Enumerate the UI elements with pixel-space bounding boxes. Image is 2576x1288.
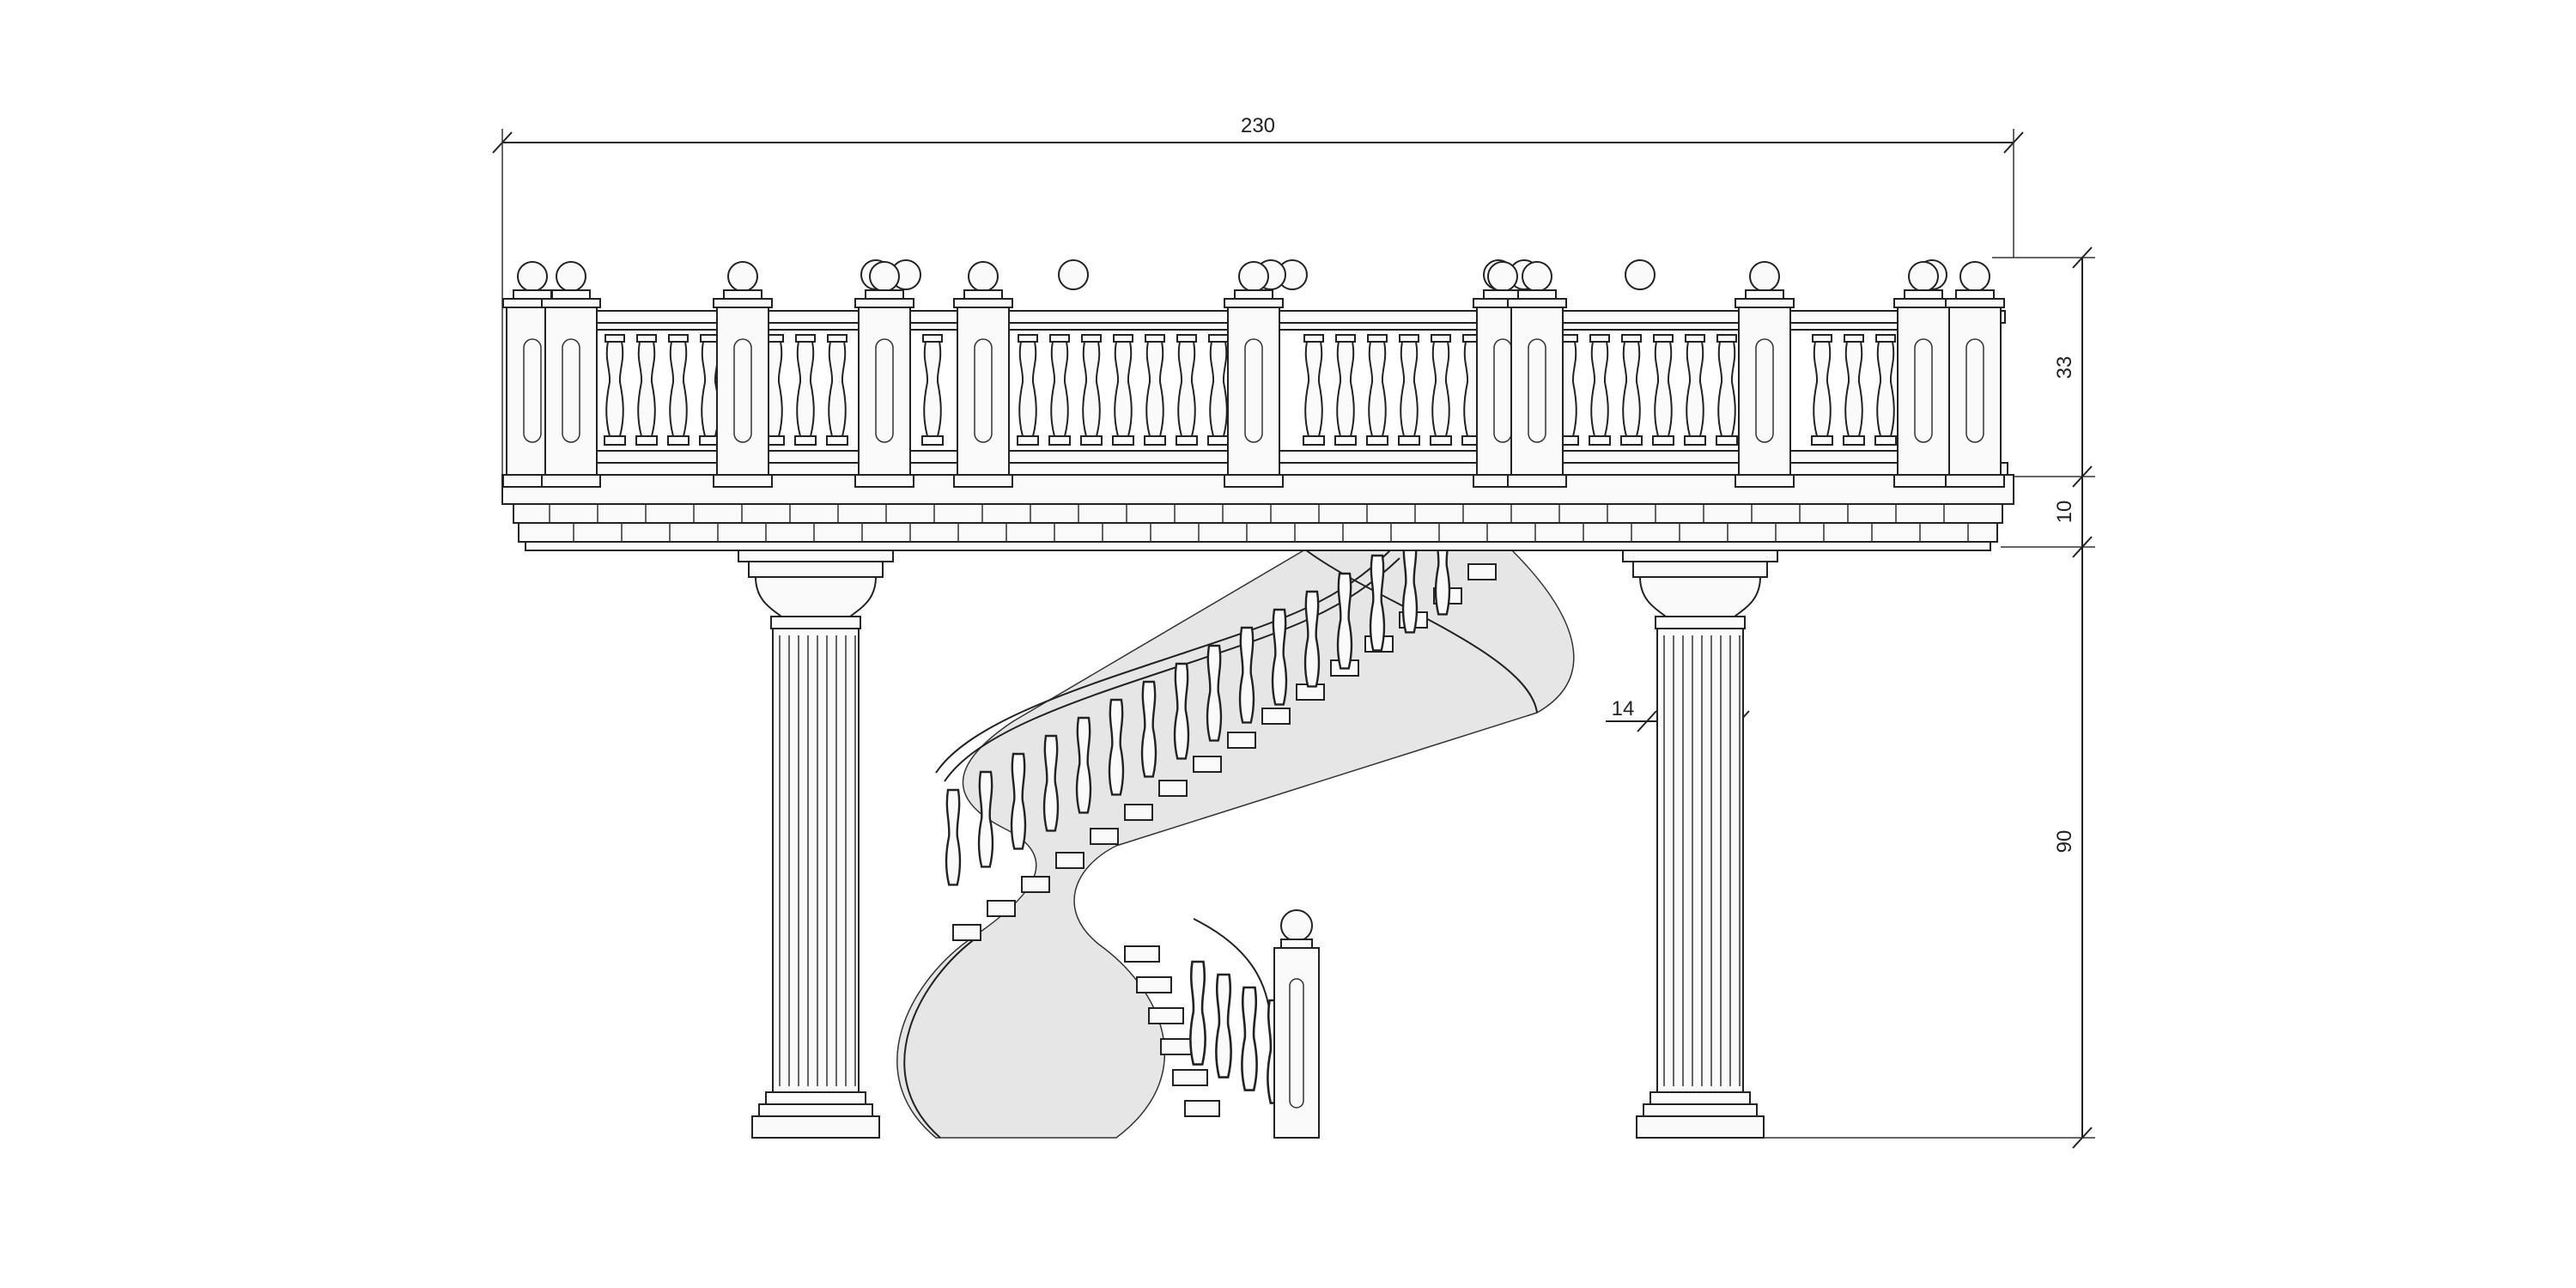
baluster <box>1080 334 1103 446</box>
baluster <box>794 334 817 446</box>
baluster <box>1874 334 1897 446</box>
stair-tread <box>1227 732 1256 749</box>
stair-tread <box>1124 945 1160 963</box>
baluster <box>1176 334 1198 446</box>
stair-baluster <box>1140 680 1157 778</box>
baluster <box>1652 334 1674 446</box>
dimension-overall-width: 230 <box>492 114 2024 481</box>
dimension-label-diameter: 14 <box>1612 697 1635 720</box>
stair-baluster <box>1215 973 1232 1078</box>
baluster <box>1048 334 1071 446</box>
baluster <box>1589 334 1611 446</box>
baluster <box>921 334 944 446</box>
baluster <box>635 334 658 446</box>
stair-baluster <box>1241 986 1258 1091</box>
stair-tread <box>1055 852 1084 869</box>
baluster <box>1398 334 1420 446</box>
stair-baluster <box>1189 960 1206 1066</box>
balustrade-post <box>1945 261 2005 488</box>
stair-tread <box>1148 1007 1184 1024</box>
stair-tread <box>1021 876 1050 893</box>
right-column <box>1622 549 1778 1139</box>
stair-baluster <box>1042 734 1060 832</box>
stair-baluster <box>1238 626 1255 724</box>
stair-tread <box>1090 828 1119 845</box>
stair-baluster <box>1401 536 1419 634</box>
stair-tread <box>1184 1100 1220 1117</box>
balustrade-post <box>854 261 914 488</box>
baluster <box>1716 334 1738 446</box>
stair-tread <box>1158 780 1188 797</box>
stair-baluster <box>1075 716 1092 814</box>
stair-tread <box>1136 976 1172 993</box>
baluster <box>1843 334 1865 446</box>
baluster <box>667 334 690 446</box>
stair-tread <box>1193 756 1222 773</box>
baluster <box>1366 334 1388 446</box>
stair-baluster <box>1271 608 1288 706</box>
stair-tread <box>1124 804 1153 821</box>
dimension-label-cornice: 10 <box>2053 501 2076 524</box>
stair-baluster <box>1010 752 1027 850</box>
newel-post <box>1273 909 1320 1139</box>
stair-baluster <box>1108 698 1125 796</box>
finial-ball <box>1625 259 1656 290</box>
baluster <box>1430 334 1452 446</box>
balustrade-post <box>1224 261 1284 488</box>
finial-ball <box>1058 259 1089 290</box>
baluster <box>1684 334 1706 446</box>
stair-baluster <box>1173 662 1190 760</box>
baluster <box>1811 334 1833 446</box>
stair-baluster <box>977 770 994 868</box>
stair-tread <box>952 924 981 941</box>
dimension-label-column: 90 <box>2053 830 2076 854</box>
stair-tread <box>1172 1069 1208 1086</box>
balustrade-post <box>713 261 773 488</box>
balustrade-post <box>1735 261 1795 488</box>
baluster <box>1112 334 1134 446</box>
baluster <box>1334 334 1357 446</box>
stair-tread <box>1467 563 1497 580</box>
balustrade <box>502 259 2008 488</box>
baluster <box>1207 334 1230 446</box>
balustrade-post <box>953 261 1013 488</box>
dimension-label-balustrade: 33 <box>2053 356 2076 380</box>
baluster <box>1017 334 1039 446</box>
stair-baluster <box>1206 644 1223 742</box>
left-column <box>738 549 894 1139</box>
dimension-label-width: 230 <box>1241 114 1275 137</box>
stair-baluster <box>1369 554 1386 652</box>
balustrade-post <box>1893 261 1953 488</box>
dimension-vertical-chain: 33 10 90 <box>1760 246 2095 1149</box>
baluster <box>1303 334 1325 446</box>
spiral-staircase <box>896 518 1575 1139</box>
baluster <box>1620 334 1643 446</box>
stair-tread <box>1296 683 1325 701</box>
stair-tread <box>987 900 1016 917</box>
baluster <box>604 334 626 446</box>
stair-baluster <box>1336 572 1353 670</box>
baluster <box>826 334 848 446</box>
stair-baluster <box>1303 590 1321 688</box>
baluster <box>1144 334 1166 446</box>
stair-baluster <box>945 788 962 886</box>
stair-tread <box>1261 708 1291 725</box>
